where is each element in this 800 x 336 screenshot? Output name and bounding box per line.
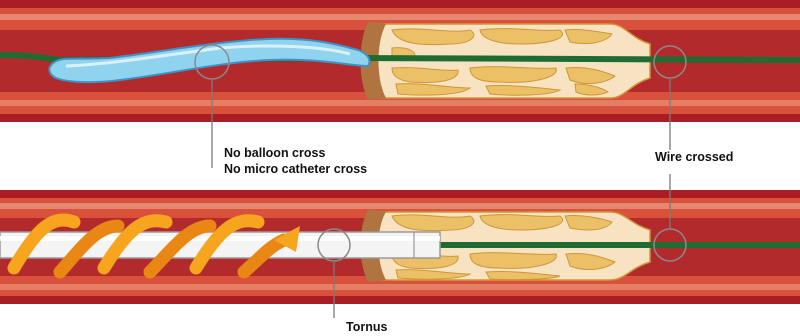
plaque-blob bbox=[392, 68, 458, 83]
wire-crossed-label: Wire crossed bbox=[655, 150, 733, 165]
no-balloon-cross-label: No balloon cross bbox=[224, 146, 325, 161]
tornus-label: Tornus bbox=[346, 320, 387, 335]
top-vessel bbox=[0, 0, 800, 122]
top-vessel-wall-highlight-lower bbox=[0, 100, 800, 106]
no-micro-catheter-cross-label: No micro catheter cross bbox=[224, 162, 367, 177]
bottom-vessel-wall-highlight-lower bbox=[0, 284, 800, 290]
top-vessel-wall-highlight bbox=[0, 14, 800, 20]
bottom-vessel bbox=[0, 190, 800, 304]
bottom-vessel-wall-highlight bbox=[0, 203, 800, 209]
